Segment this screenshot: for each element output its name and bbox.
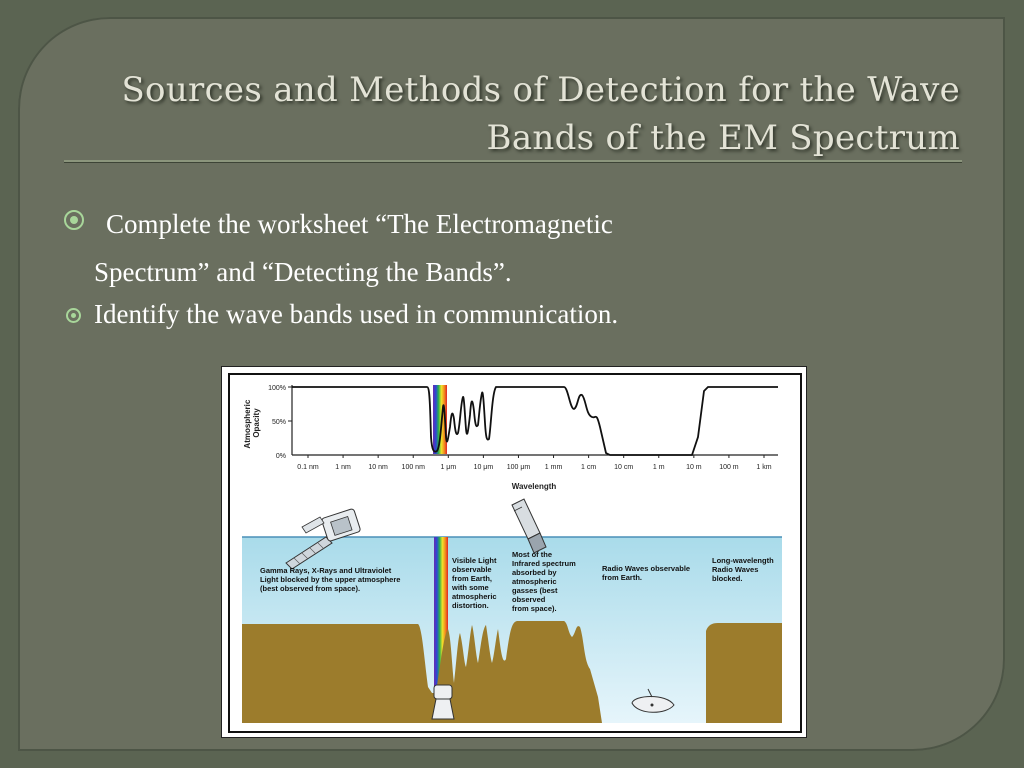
y-axis-label-line1: Atmospheric — [243, 399, 252, 448]
bullet-text: Identify the wave bands used in communic… — [94, 299, 619, 329]
note-radio-line: Radio Waves observable — [602, 564, 690, 573]
note-visible-line: atmospheric — [452, 592, 497, 601]
opacity-chart: Atmospheric Opacity 100% 50% 0% 0.1 nm 1 … — [243, 385, 778, 491]
note-longwave-line: Radio Waves — [712, 565, 758, 574]
note-visible-line: Visible Light — [452, 556, 497, 565]
note-visible-line: with some — [451, 583, 489, 592]
y-axis-label-line2: Opacity — [252, 408, 261, 438]
em-spectrum-diagram: Atmospheric Opacity 100% 50% 0% 0.1 nm 1 … — [242, 385, 782, 723]
y-axis-ticks — [288, 386, 292, 422]
note-radio-line: from Earth. — [602, 573, 642, 582]
slide-title: Sources and Methods of Detection for the… — [60, 66, 960, 162]
bullet-text-line2: Spectrum” and “Detecting the Bands”. — [94, 257, 512, 287]
note-gamma: Gamma Rays, X-Rays and Ultraviolet Light… — [260, 566, 403, 593]
note-visible: Visible Light observable from Earth, wit… — [451, 556, 499, 610]
em-spectrum-figure: Atmospheric Opacity 100% 50% 0% 0.1 nm 1 … — [221, 366, 807, 738]
x-axis-label: Wavelength — [512, 482, 557, 491]
opacity-curve — [292, 386, 778, 456]
x-tick-label: 1 m — [653, 464, 665, 471]
note-infrared-line: atmospheric — [512, 577, 557, 586]
y-tick-0: 0% — [276, 453, 286, 460]
note-infrared-line: Infrared spectrum — [512, 559, 576, 568]
x-tick-label: 0.1 nm — [297, 464, 319, 471]
note-radio: Radio Waves observable from Earth. — [602, 564, 692, 582]
x-tick-label: 10 m — [686, 464, 702, 471]
x-tick-label: 1 μm — [440, 464, 456, 471]
satellite-icon — [285, 508, 361, 570]
note-longwave-line: blocked. — [712, 574, 742, 583]
y-tick-50: 50% — [272, 419, 286, 426]
x-tick-label: 10 μm — [474, 464, 494, 471]
x-tick-label: 1 km — [756, 464, 771, 471]
title-line-2: Bands of the EM Spectrum — [486, 118, 960, 158]
bullet-icon — [66, 308, 81, 323]
x-tick-label: 10 nm — [368, 464, 388, 471]
satellite-dish-icon — [631, 688, 675, 713]
bullet-item-worksheet: Complete the worksheet “The Electromagne… — [64, 200, 904, 296]
figure-border — [228, 373, 802, 733]
note-gamma-line: (best observed from space). — [260, 584, 360, 593]
note-infrared-line: Most of the — [512, 550, 552, 559]
note-infrared-line: from space). — [512, 604, 557, 613]
note-visible-line: distortion. — [452, 601, 489, 610]
bullet-list: Complete the worksheet “The Electromagne… — [64, 200, 904, 332]
atmosphere-panel: Gamma Rays, X-Rays and Ultraviolet Light… — [242, 498, 782, 723]
note-infrared-line: gasses (best — [512, 586, 558, 595]
y-tick-100: 100% — [268, 385, 286, 392]
x-tick-label: 100 m — [719, 464, 739, 471]
bullet-text-line1: Complete the worksheet “The Electromagne… — [106, 209, 613, 239]
note-longwave: Long-wavelength Radio Waves blocked. — [712, 556, 776, 583]
ground-telescope-icon — [431, 684, 455, 720]
x-tick-label: 100 nm — [402, 464, 426, 471]
bullet-item-identify: Identify the wave bands used in communic… — [64, 296, 904, 332]
note-infrared-line: absorbed by — [512, 568, 557, 577]
x-axis-ticks: 0.1 nm 1 nm 10 nm 100 nm 1 μm 10 μm 100 μm 1 mm… — [297, 455, 772, 471]
note-gamma-line: Gamma Rays, X-Rays and Ultraviolet — [260, 566, 392, 575]
title-line-1: Sources and Methods of Detection for the… — [121, 70, 960, 110]
x-tick-label: 100 μm — [507, 464, 531, 471]
note-longwave-line: Long-wavelength — [712, 556, 774, 565]
ground — [242, 621, 782, 723]
note-infrared-line: observed — [512, 595, 546, 604]
x-tick-label: 1 cm — [581, 464, 596, 471]
title-divider — [64, 160, 962, 162]
note-visible-line: observable — [452, 565, 492, 574]
note-gamma-line: Light blocked by the upper atmosphere — [260, 575, 400, 584]
x-tick-label: 1 mm — [545, 464, 563, 471]
visible-band — [433, 385, 447, 454]
telescope-icon — [511, 498, 547, 554]
y-axis-label: Atmospheric Opacity — [243, 397, 261, 448]
note-infrared: Most of the Infrared spectrum absorbed b… — [512, 550, 578, 613]
note-visible-line: from Earth, — [452, 574, 492, 583]
bullet-icon — [64, 210, 84, 230]
x-tick-label: 1 nm — [335, 464, 351, 471]
x-tick-label: 10 cm — [614, 464, 633, 471]
